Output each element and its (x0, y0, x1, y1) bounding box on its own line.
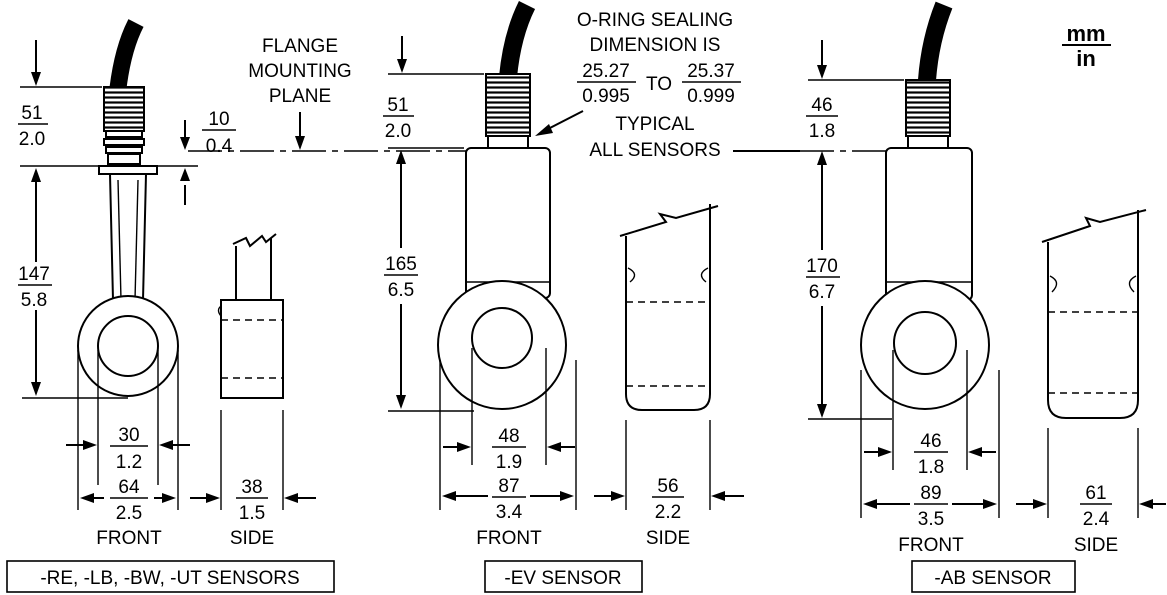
oring-min-mm: 25.27 (582, 61, 630, 82)
view-label-side: SIDE (230, 528, 274, 549)
dim-thread-in: 2.0 (385, 121, 411, 142)
group-title: -EV SENSOR (504, 568, 621, 589)
threaded-fitting (485, 73, 531, 137)
dim-side-in: 1.5 (239, 503, 265, 524)
dim-length-mm: 170 (806, 256, 838, 277)
flange-note-line1: FLANGE (262, 36, 338, 57)
dim-bore-in: 1.2 (116, 452, 142, 473)
dim-bore-mm: 46 (920, 431, 941, 452)
sensor-group-ab: 46 1.8 170 6.7 46 1.8 89 3.5 FRONT (806, 1, 1166, 593)
group-title: -AB SENSOR (934, 568, 1051, 589)
flange-note-line3: PLANE (269, 86, 331, 107)
dim-bore-in: 1.9 (496, 452, 522, 473)
oring-note-line2: DIMENSION IS (590, 35, 721, 56)
dim-length-in: 5.8 (21, 290, 47, 311)
side-view (619, 204, 719, 411)
dim-width-in: 2.5 (116, 503, 142, 524)
dim-bore-in: 1.8 (918, 457, 944, 478)
view-label-front: FRONT (96, 528, 162, 549)
units-in: in (1076, 46, 1096, 71)
sensor-group-ev: 51 2.0 165 6.5 48 1.9 87 3.4 FRONT (383, 0, 744, 593)
toroid-bore (97, 315, 159, 377)
cable (109, 19, 144, 90)
view-label-side: SIDE (1074, 535, 1118, 556)
units-legend: mm in (1062, 21, 1111, 71)
toroid-bore (471, 307, 533, 369)
group-title-box (484, 560, 643, 593)
dim-length-mm: 165 (385, 254, 417, 275)
sensor-body (465, 147, 551, 299)
dim-width-mm: 87 (498, 476, 519, 497)
dim-side-in: 2.4 (1083, 509, 1110, 530)
dim-width-mm: 89 (920, 483, 941, 504)
dim-thread-mm: 51 (387, 95, 408, 116)
dim-bore-mm: 48 (498, 426, 519, 447)
dim-thread-in: 2.0 (19, 129, 45, 150)
dim-side-mm: 56 (657, 476, 678, 497)
group-title-box (6, 560, 335, 593)
dim-side-mm: 38 (241, 477, 262, 498)
threaded-fitting (103, 86, 145, 132)
view-label-front: FRONT (476, 528, 542, 549)
group-title-box (911, 560, 1076, 593)
flange-mounting-plane-line (188, 112, 890, 152)
dim-flange-in: 0.4 (206, 136, 233, 157)
group-title: -RE, -LB, -BW, -UT SENSORS (40, 568, 299, 589)
oring-note-line1: O-RING SEALING (577, 10, 733, 31)
dim-thread-in: 1.8 (809, 121, 835, 142)
toroid-bore (893, 311, 957, 375)
view-label-front: FRONT (898, 535, 964, 556)
dim-length-mm: 147 (18, 264, 50, 285)
dim-thread-mm: 51 (21, 103, 42, 124)
units-mm: mm (1066, 21, 1105, 46)
dim-width-in: 3.4 (496, 502, 523, 523)
cable (918, 1, 953, 81)
dim-length-in: 6.7 (809, 282, 835, 303)
dim-bore-mm: 30 (118, 425, 139, 446)
dim-thread-mm: 46 (811, 95, 832, 116)
cable (499, 0, 536, 78)
flange-note-line2: MOUNTING (248, 61, 351, 82)
sensor-group-re-lb-bw-ut: 51 2.0 10 0.4 147 5.8 30 1.2 (6, 19, 335, 593)
dim-width-mm: 64 (118, 477, 140, 498)
oring-note-line4: ALL SENSORS (589, 140, 720, 161)
sensor-body (885, 147, 973, 301)
flange (98, 165, 158, 175)
dim-side-mm: 61 (1085, 483, 1106, 504)
threaded-fitting (905, 79, 951, 137)
oring-note: O-RING SEALING DIMENSION IS 25.27 0.995 … (535, 10, 741, 161)
stem (108, 173, 148, 301)
oring-max-in: 0.999 (687, 86, 735, 107)
dim-flange-mm: 10 (208, 109, 229, 130)
side-view (1041, 209, 1147, 419)
dim-width-in: 3.5 (918, 509, 944, 530)
dim-side-in: 2.2 (655, 502, 681, 523)
view-label-side: SIDE (646, 528, 690, 549)
dim-length-in: 6.5 (388, 280, 414, 301)
oring-max-mm: 25.37 (687, 61, 735, 82)
oring-to-label: TO (646, 74, 672, 95)
oring-note-line3: TYPICAL (615, 114, 694, 135)
oring-min-in: 0.995 (582, 86, 630, 107)
side-view (217, 233, 284, 399)
